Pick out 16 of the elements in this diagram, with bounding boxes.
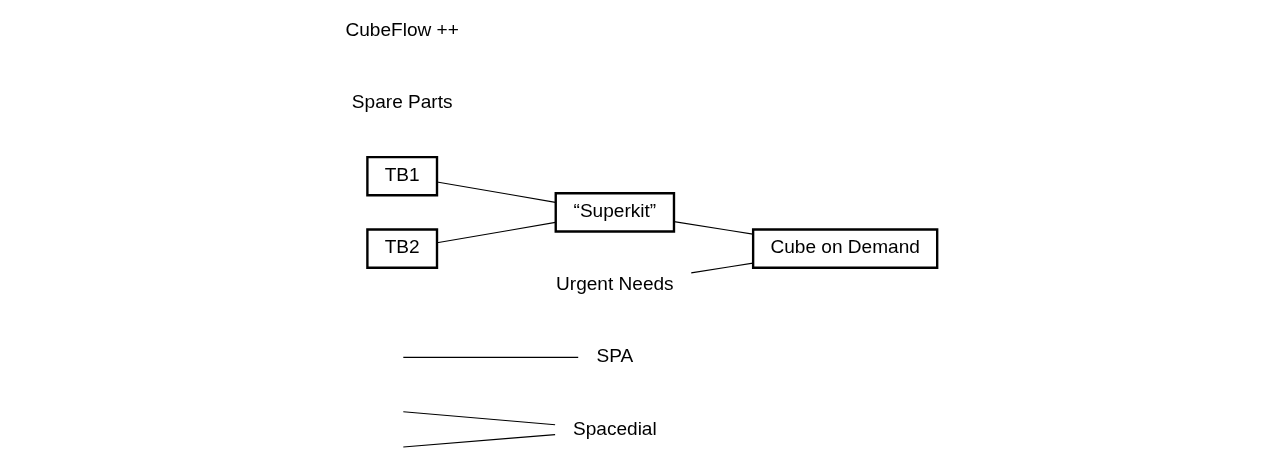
connector (672, 221, 753, 235)
node-box: TB1 (365, 155, 438, 197)
node-box: TB2 (365, 228, 438, 269)
node-text: Spacedial (572, 417, 657, 439)
connector (402, 356, 579, 358)
node-text: SPA (595, 345, 633, 367)
label: Spare Parts (351, 91, 453, 113)
connector (402, 411, 556, 426)
node-box: Cube on Demand (751, 228, 938, 269)
connector (435, 221, 556, 244)
connector (402, 434, 556, 448)
node-box: “Superkit” (554, 192, 675, 233)
node-text: Urgent Needs (555, 272, 674, 294)
connector (435, 181, 556, 203)
connector (690, 262, 754, 274)
label: CubeFlow ++ (345, 18, 459, 40)
